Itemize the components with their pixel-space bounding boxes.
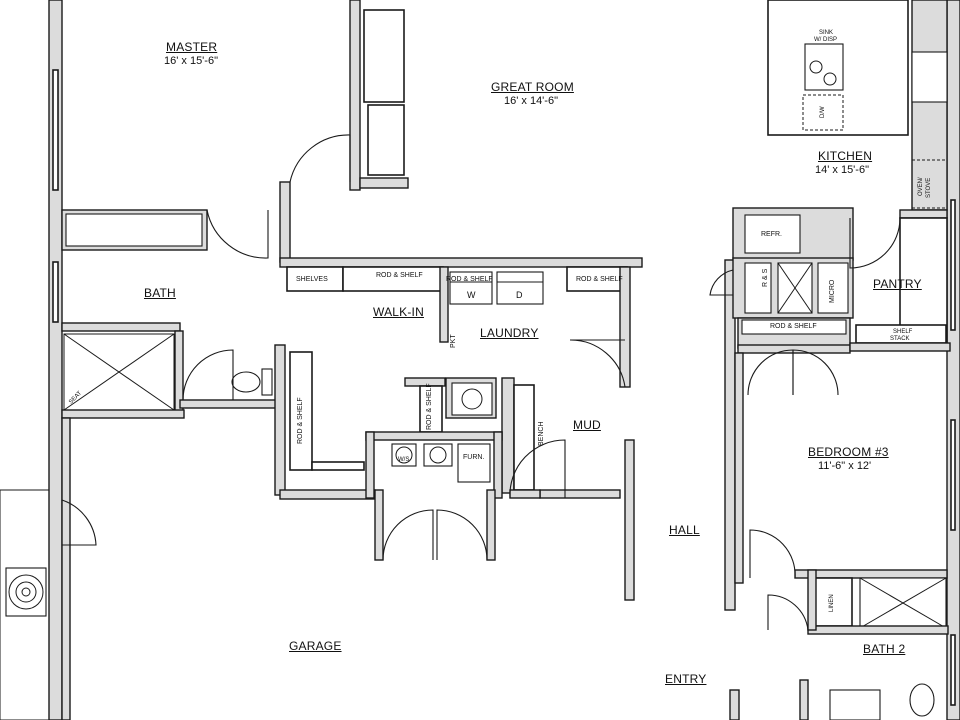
room-kitchen-dim: 14' x 15'-6" [815,164,869,176]
label-ws: W/S [398,457,410,463]
label-oven-1: OVEN/ [918,177,924,196]
label-pkt: PKT [450,334,457,348]
label-sink-1: SINK [819,30,834,36]
fan-icon [5,567,47,617]
room-hall-name: HALL [669,523,700,537]
label-rod-shelf-walkin: ROD & SHELF [376,272,423,279]
label-shelf-stack-2: STACK [890,336,910,342]
label-micro: MICRO [829,279,836,303]
label-dw: D/W [820,106,826,118]
room-great-room-dim: 16' x 14'-6" [504,95,558,107]
interior-walls [61,0,809,720]
room-walk-in-name: WALK-IN [373,305,424,319]
room-bedroom3-dim: 11'-6" x 12' [818,460,872,472]
label-washer: W [467,290,476,300]
room-master-name: MASTER [166,40,218,54]
label-rod-shelf-pantry: ROD & SHELF [770,323,817,330]
kitchen-block [732,0,951,354]
label-shelf-stack-1: SHELF [893,329,913,335]
room-great-room-name: GREAT ROOM [491,80,574,94]
label-rod-shelf-bath-closet: ROD & SHELF [297,397,304,444]
label-sink-2: W/ DISP [814,37,838,43]
doors [61,134,901,631]
label-furn: FURN. [463,454,485,461]
room-bedroom3-name: BEDROOM #3 [808,445,889,459]
room-kitchen-name: KITCHEN [818,149,873,163]
label-refr: REFR. [761,231,782,238]
room-laundry-name: LAUNDRY [480,326,539,340]
label-dryer: D [516,290,523,300]
room-mud-name: MUD [573,418,601,432]
room-bath2-name: BATH 2 [863,642,906,656]
label-rod-shelf-right: ROD & SHELF [576,276,623,283]
room-bath-name: BATH [144,286,176,300]
room-pantry-name: PANTRY [873,277,922,291]
label-bench: BENCH [538,421,545,446]
label-shelves: SHELVES [296,276,328,283]
bedroom3-bath2-block [734,352,949,720]
room-master-dim: 16' x 15'-6" [164,55,218,67]
label-rod-shelf-mech: ROD & SHELF [426,383,433,430]
label-linen: LINEN [829,594,835,612]
label-rs: R & S [762,268,769,287]
label-oven-2: STOVE [926,177,932,198]
label-rod-shelf-laundry: ROD & SHELF [446,276,493,283]
room-entry-name: ENTRY [665,672,707,686]
room-garage-name: GARAGE [289,639,342,653]
